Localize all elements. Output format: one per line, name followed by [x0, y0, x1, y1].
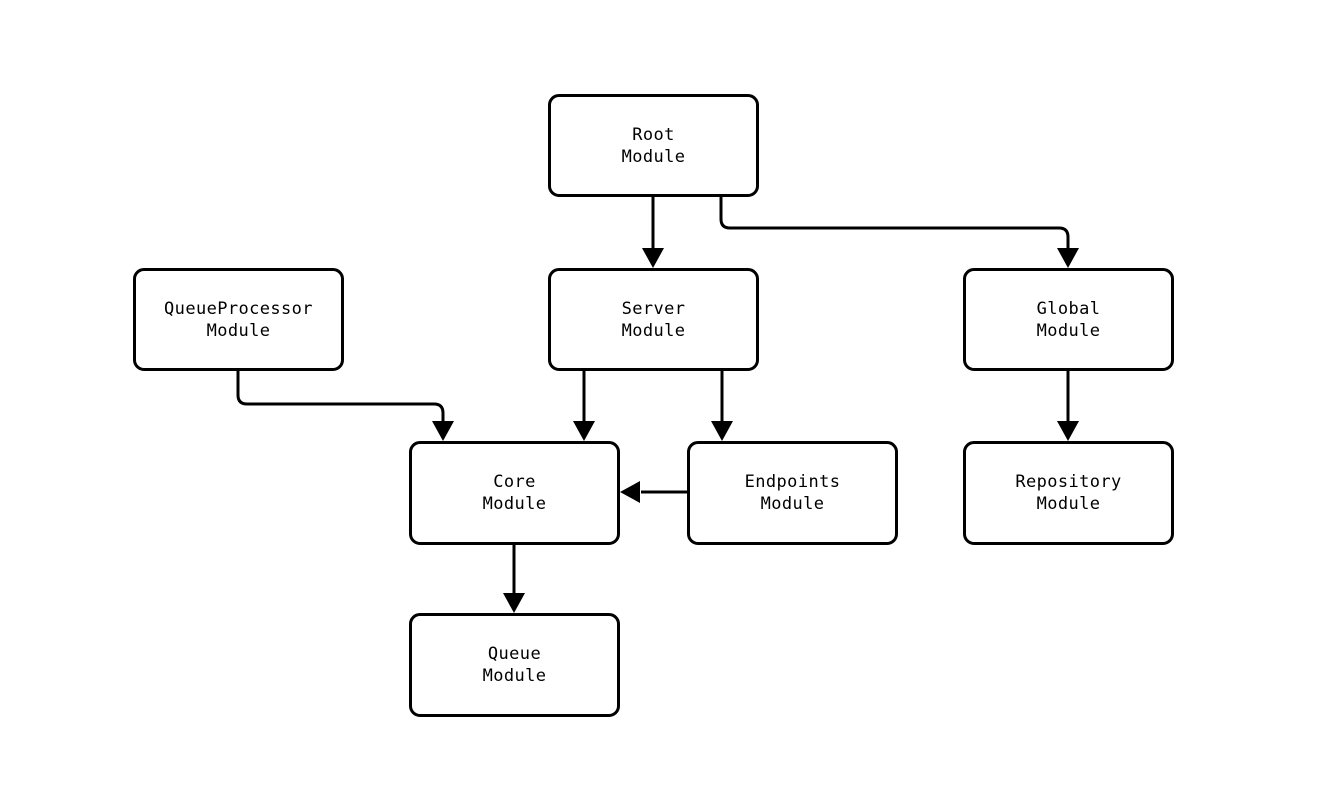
node-core-module-line2: Module: [482, 494, 547, 514]
node-queue-module[interactable]: Queue Module: [409, 613, 620, 717]
node-global-module-line2: Module: [1036, 320, 1101, 341]
node-queue-module-line2: Module: [482, 666, 547, 686]
node-repository-module[interactable]: Repository Module: [963, 441, 1174, 545]
node-endpoints-module[interactable]: Endpoints Module: [687, 441, 898, 545]
node-endpoints-module-line1: Endpoints: [744, 472, 841, 492]
node-global-module[interactable]: Global Module: [963, 268, 1174, 371]
arrowhead-core-queue: [503, 593, 525, 613]
edge-root-global: [719, 197, 1070, 250]
arrowhead-queueprocessor-core: [432, 421, 454, 441]
arrowhead-server-core: [573, 421, 595, 441]
arrowhead-global-repository: [1057, 421, 1079, 441]
node-root-module-line2: Module: [621, 146, 686, 167]
node-global-module-line1: Global: [1036, 298, 1101, 319]
node-root-module-line1: Root: [632, 124, 675, 145]
node-core-module[interactable]: Core Module: [409, 441, 620, 545]
node-core-module-line1: Core: [493, 472, 536, 492]
node-repository-module-line2: Module: [1036, 494, 1101, 514]
node-server-module[interactable]: Server Module: [548, 268, 759, 371]
arrowhead-root-server: [642, 248, 664, 268]
arrowhead-endpoints-core: [620, 481, 640, 503]
edge-queueprocessor-core: [236, 371, 445, 423]
node-server-module-line1: Server: [621, 298, 686, 319]
arrowhead-root-global: [1057, 248, 1079, 268]
arrowhead-server-endpoints: [711, 421, 733, 441]
node-endpoints-module-line2: Module: [760, 494, 825, 514]
node-queueprocessor-module-line2: Module: [206, 320, 271, 341]
node-queueprocessor-module-line1: QueueProcessor: [164, 298, 313, 319]
node-queueprocessor-module[interactable]: QueueProcessor Module: [133, 268, 344, 371]
node-server-module-line2: Module: [621, 320, 686, 341]
node-queue-module-line1: Queue: [487, 644, 542, 664]
node-repository-module-line1: Repository: [1015, 472, 1122, 492]
node-root-module[interactable]: Root Module: [548, 94, 759, 197]
